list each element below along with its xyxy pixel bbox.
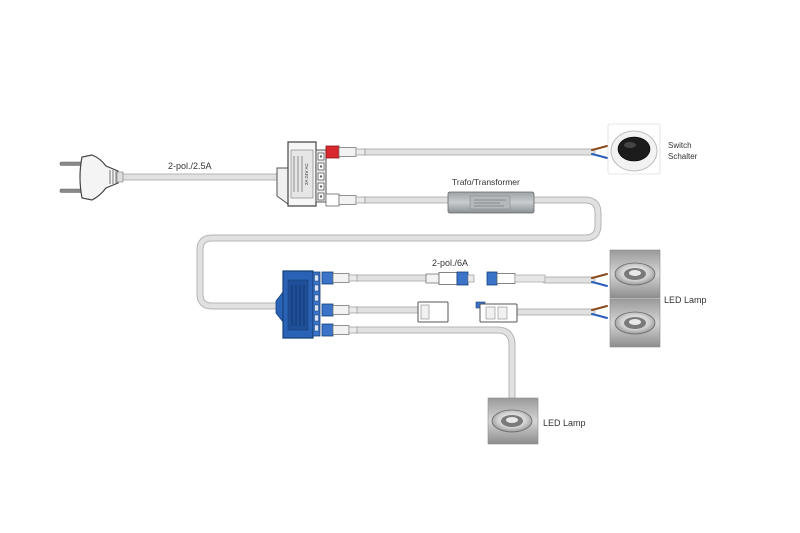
power-cable-label: 2-pol./2.5A (168, 161, 212, 171)
transformer-label: Trafo/Transformer (452, 177, 520, 187)
switch-device (607, 123, 661, 175)
led-lamp-right-bottom (609, 298, 661, 348)
switch-label-line1: Switch (668, 141, 692, 150)
blue-connector-2 (321, 303, 358, 317)
switch-label: Switch Schalter (668, 140, 697, 162)
white-connector (325, 193, 366, 207)
transformer (447, 191, 535, 214)
plug-strain-relief (116, 171, 124, 183)
svg-text:2A 24V AC: 2A 24V AC (304, 162, 309, 185)
switch-label-line2: Schalter (668, 152, 698, 161)
blue-connector-1 (321, 271, 358, 285)
open-socket-left (417, 301, 449, 323)
led-lamp-bottom-label: LED Lamp (543, 418, 586, 428)
open-socket-right (475, 301, 518, 323)
wire-ends (591, 145, 608, 319)
plug-body (79, 154, 119, 201)
led-lamp-right-top (609, 249, 661, 299)
cables (118, 148, 602, 402)
trafo-output-cable-outline (196, 196, 602, 310)
led-lamp-bottom (487, 397, 539, 445)
blue-connector-3 (321, 323, 358, 337)
blue-distributor (275, 270, 321, 339)
euro-plug (59, 154, 124, 201)
lamp-cable-3-outline (353, 326, 516, 402)
lamp-cable-label: 2-pol./6A (432, 258, 469, 268)
main-distributor: 2A 24V AC (276, 141, 327, 207)
inline-connector-pair (425, 271, 546, 286)
led-lamp-right-label: LED Lamp (664, 295, 707, 305)
red-connector (325, 145, 366, 159)
